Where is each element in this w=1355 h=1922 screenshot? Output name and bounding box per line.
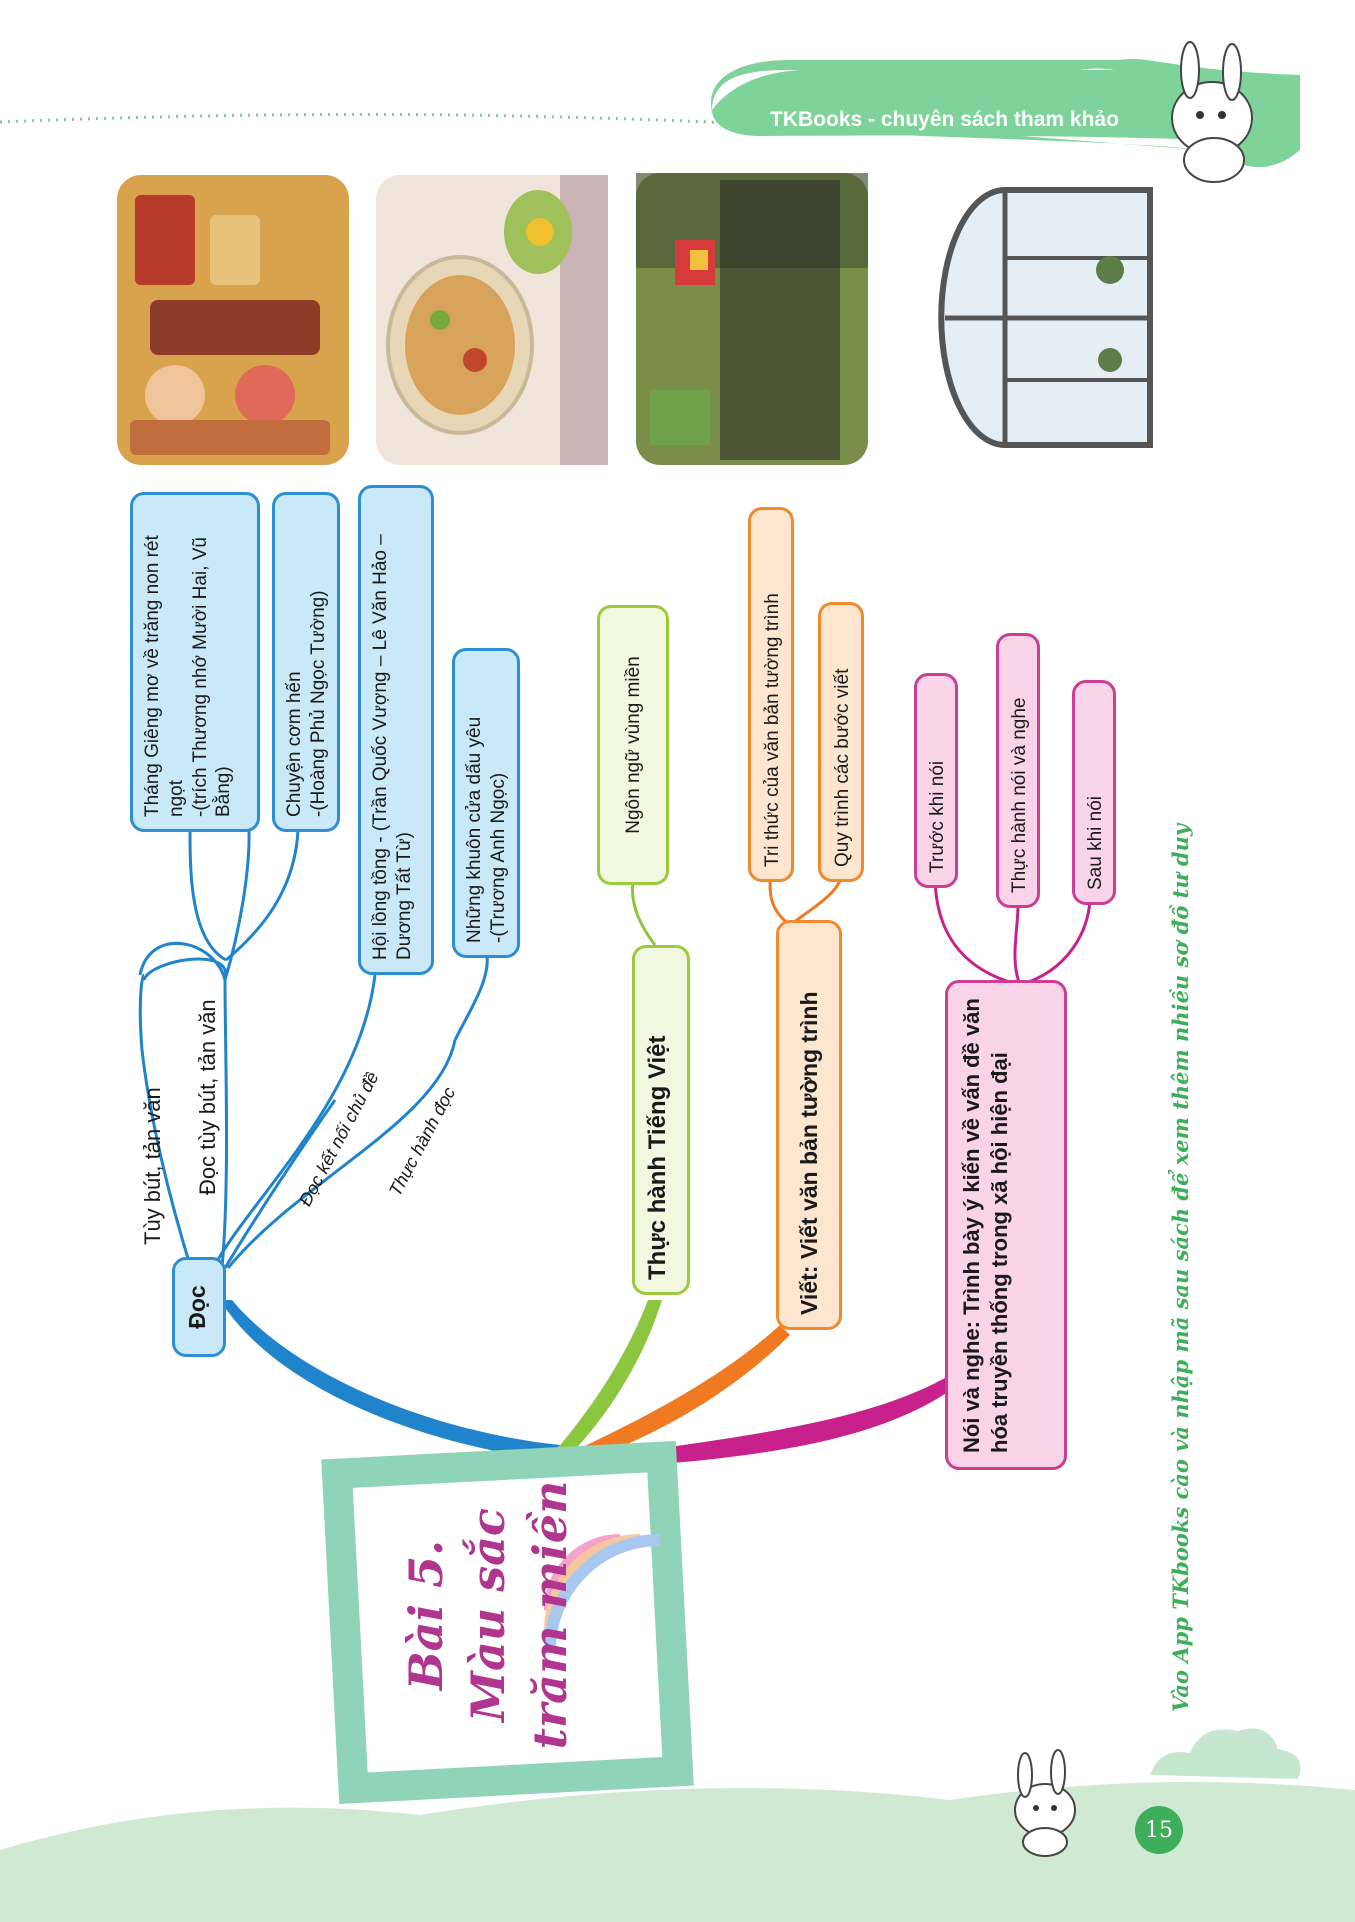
viet-node[interactable]: Viết: Viết văn bản tường trình <box>776 920 842 1330</box>
doc-connectors <box>138 829 489 1269</box>
doc-text-4[interactable]: Những khuôn cửa dấu yêu -(Trương Anh Ngọ… <box>452 648 520 958</box>
header-dotted-line <box>0 112 750 130</box>
branch-doc <box>220 1300 560 1460</box>
festival-crowd-photo <box>636 173 868 465</box>
tieng-viet-node[interactable]: Thực hành Tiếng Việt <box>632 945 690 1295</box>
viet-child-2[interactable]: Quy trình các bước viết <box>818 602 864 882</box>
branch-label-tuy-but: Tùy bút, tản văn <box>140 1087 165 1245</box>
branch-tieng-viet <box>552 1300 662 1460</box>
page-number: 15 <box>1145 1818 1173 1843</box>
cloud-shape <box>1150 1728 1301 1779</box>
noi-nghe-child-3[interactable]: Sau khi nói <box>1072 680 1116 905</box>
tieng-viet-connector <box>630 879 657 946</box>
center-title-line-3: trăm miền <box>523 1480 578 1750</box>
tieng-viet-child[interactable]: Ngôn ngữ vùng miền <box>597 605 669 885</box>
center-title-line-1: Bài 5. <box>399 1539 453 1691</box>
branch-label-doc-tuy-but: Đọc tùy bút, tản văn <box>195 999 220 1195</box>
noi-nghe-child-1[interactable]: Trước khi nói <box>914 673 958 888</box>
doc-text-3[interactable]: Hội lồng tồng - (Trần Quốc Vượng – Lê Vă… <box>358 485 434 975</box>
page-number-badge <box>1135 1806 1183 1854</box>
tet-market-illustration <box>117 175 349 465</box>
viet-child-1[interactable]: Tri thức của văn bản tường trình <box>748 507 794 882</box>
rabbit-mascot-header <box>1171 41 1253 183</box>
center-card <box>321 1440 694 1805</box>
arched-window-illustration <box>915 178 1155 468</box>
viet-connectors <box>768 879 842 927</box>
center-title-line-2: Màu sắc <box>461 1508 516 1722</box>
noi-nghe-child-2[interactable]: Thực hành nói và nghe <box>996 633 1040 908</box>
doc-text-1[interactable]: Tháng Giêng mơ về trăng non rét ngọt -(t… <box>130 492 260 832</box>
noi-nghe-connectors <box>933 874 1092 987</box>
footer-promo: Vào App TKbooks cào và nhập mã sau sách … <box>1168 823 1193 1712</box>
noodle-bowl-illustration <box>376 175 608 465</box>
doc-node[interactable]: Đọc <box>172 1257 226 1357</box>
header-brand: TKBooks - chuyên sách tham khảo <box>770 108 1119 131</box>
noi-nghe-node[interactable]: Nói và nghe: Trình bày ý kiến về vấn đề … <box>945 980 1067 1470</box>
center-title: Bài 5. Màu sắc trăm miền <box>395 1470 581 1760</box>
rabbit-mascot-footer <box>1014 1749 1076 1857</box>
doc-text-2[interactable]: Chuyện cơm hến -(Hoàng Phủ Ngọc Tường) <box>272 492 340 832</box>
